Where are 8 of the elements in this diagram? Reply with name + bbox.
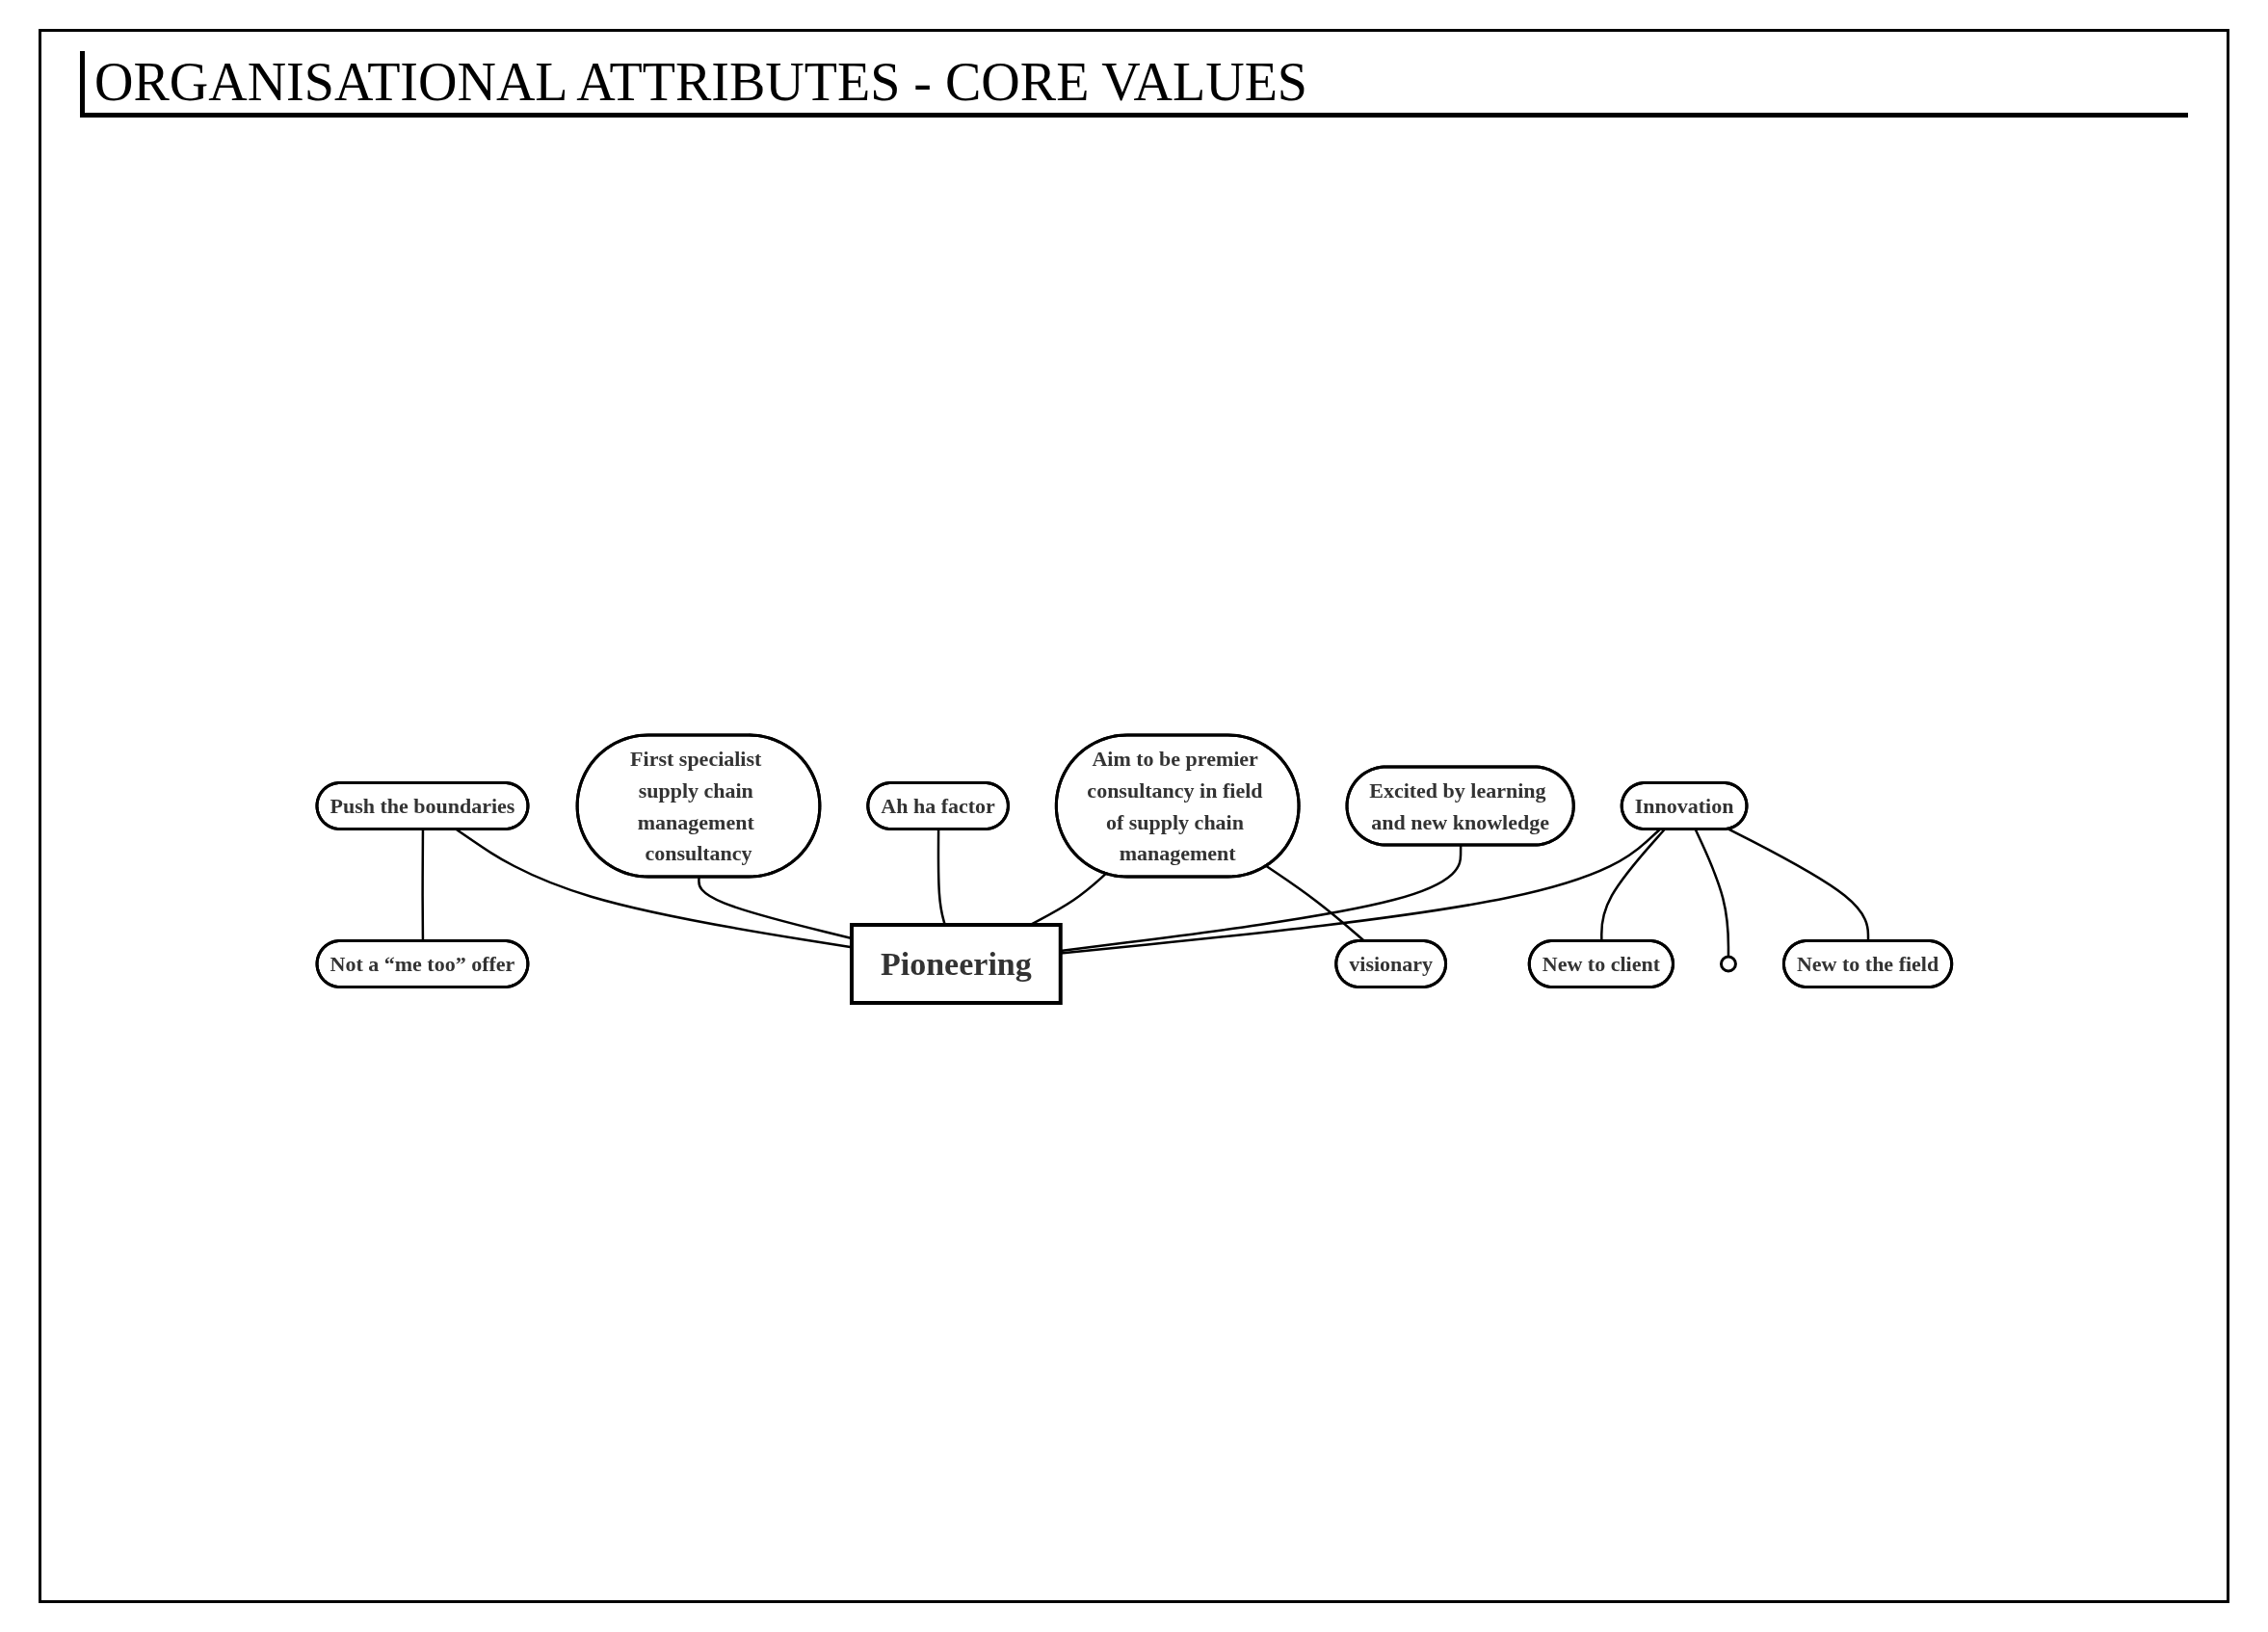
connector [1694, 829, 1729, 957]
node-circle [1719, 955, 1737, 973]
connector [421, 829, 424, 941]
node-box: Pioneering [849, 923, 1063, 1005]
connector [1599, 829, 1666, 941]
connector [936, 829, 946, 926]
diagram-title: ORGANISATIONAL ATTRIBUTES - CORE VALUES [80, 51, 2188, 118]
connector [1727, 828, 1869, 941]
